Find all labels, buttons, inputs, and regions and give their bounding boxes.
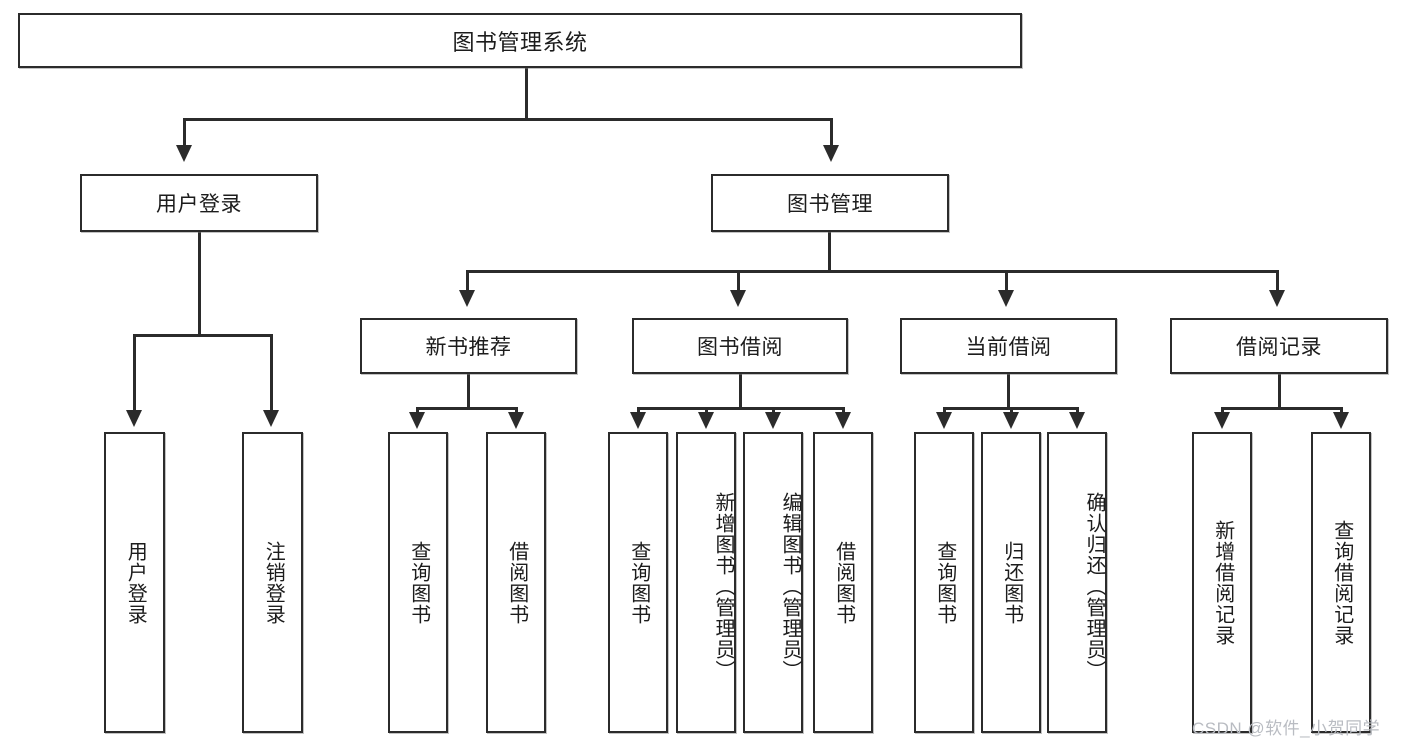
node-book-borrow-label: 图书借阅 — [697, 336, 783, 359]
edge-book-mgmt-stem — [828, 232, 831, 272]
arrow-new-book-to-leaf-1 — [508, 412, 524, 429]
arrow-book-mgmt-to-l3-0 — [459, 290, 475, 307]
edge-new-book-stem — [467, 374, 470, 410]
node-root-book-management-system[interactable]: 图书管理系统 — [18, 13, 1022, 68]
edge-book-borrow-to-leaf-2 — [772, 407, 775, 414]
node-current-borrow[interactable]: 当前借阅 — [900, 318, 1117, 374]
arrow-current-borrow-to-leaf-0 — [936, 412, 952, 429]
arrow-new-book-to-leaf-0 — [409, 412, 425, 429]
leaf-label: 归还图书 — [1000, 540, 1023, 625]
leaf-book-borrow-0[interactable]: 查询图书 — [608, 432, 668, 733]
arrow-root-to-user-login — [176, 145, 192, 162]
arrow-borrow-record-to-leaf-0 — [1214, 412, 1230, 429]
arrow-user-login-to-leaf-1 — [263, 410, 279, 427]
node-book-borrow[interactable]: 图书借阅 — [632, 318, 848, 374]
leaf-book-borrow-3[interactable]: 借阅图书 — [813, 432, 873, 733]
leaf-new-book-0[interactable]: 查询图书 — [388, 432, 448, 733]
leaf-borrow-record-0[interactable]: 新增借阅记录 — [1192, 432, 1252, 733]
arrow-book-borrow-to-leaf-2 — [765, 412, 781, 429]
arrow-book-borrow-to-leaf-3 — [835, 412, 851, 429]
edge-borrow-record-to-leaf-0 — [1221, 407, 1224, 414]
edge-book-borrow-to-leaf-3 — [842, 407, 845, 414]
node-current-borrow-label: 当前借阅 — [965, 336, 1052, 359]
leaf-user-login-0[interactable]: 用户登录 — [104, 432, 165, 733]
leaf-label: 查询图书 — [933, 540, 956, 625]
edge-book-borrow-bus — [637, 407, 845, 410]
edge-current-borrow-to-leaf-2 — [1076, 407, 1079, 414]
edge-new-book-to-leaf-1 — [515, 407, 518, 414]
leaf-borrow-record-1[interactable]: 查询借阅记录 — [1311, 432, 1371, 733]
edge-user-login-bus — [133, 334, 273, 337]
edge-borrow-record-bus — [1221, 407, 1342, 410]
node-root-label: 图书管理系统 — [452, 29, 588, 55]
edge-current-borrow-to-leaf-0 — [943, 407, 946, 414]
arrow-book-mgmt-to-l3-2 — [998, 290, 1014, 307]
leaf-label: 编辑图书（管理员） — [779, 492, 801, 681]
arrow-book-borrow-to-leaf-1 — [698, 412, 714, 429]
edge-borrow-record-stem — [1278, 374, 1281, 410]
leaf-book-borrow-2[interactable]: 编辑图书（管理员） — [743, 432, 803, 733]
node-new-book-recommend-label: 新书推荐 — [425, 336, 512, 359]
edge-book-borrow-to-leaf-0 — [637, 407, 640, 414]
node-user-login[interactable]: 用户登录 — [80, 174, 318, 232]
csdn-watermark: CSDN @软件_小贺同学 — [1192, 719, 1381, 738]
node-new-book-recommend[interactable]: 新书推荐 — [360, 318, 577, 374]
edge-root-bus — [183, 118, 833, 121]
leaf-current-borrow-0[interactable]: 查询图书 — [914, 432, 974, 733]
leaf-label: 借阅图书 — [832, 540, 855, 625]
edge-borrow-record-to-leaf-1 — [1340, 407, 1343, 414]
leaf-user-login-1[interactable]: 注销登录 — [242, 432, 303, 733]
node-user-login-label: 用户登录 — [156, 193, 242, 216]
leaf-label: 查询图书 — [627, 540, 650, 625]
edge-user-login-to-leaf-1 — [270, 334, 273, 412]
edge-root-stem — [525, 68, 528, 120]
leaf-label: 注销登录 — [262, 540, 285, 625]
arrow-book-mgmt-to-l3-1 — [730, 290, 746, 307]
node-book-management[interactable]: 图书管理 — [711, 174, 949, 232]
edge-book-mgmt-to-l3-2 — [1005, 270, 1008, 292]
node-book-management-label: 图书管理 — [787, 193, 873, 216]
arrow-current-borrow-to-leaf-1 — [1003, 412, 1019, 429]
leaf-current-borrow-2[interactable]: 确认归还（管理员） — [1047, 432, 1107, 733]
edge-book-mgmt-to-l3-1 — [737, 270, 740, 292]
edge-book-borrow-stem — [739, 374, 742, 410]
edge-book-mgmt-to-l3-3 — [1276, 270, 1279, 292]
arrow-root-to-book-mgmt — [823, 145, 839, 162]
edge-root-to-book-mgmt — [830, 118, 833, 147]
leaf-book-borrow-1[interactable]: 新增图书（管理员） — [676, 432, 736, 733]
leaf-current-borrow-1[interactable]: 归还图书 — [981, 432, 1041, 733]
leaf-label: 新增借阅记录 — [1211, 519, 1234, 646]
leaf-new-book-1[interactable]: 借阅图书 — [486, 432, 546, 733]
edge-root-to-user-login — [183, 118, 186, 147]
edge-user-login-stem — [198, 232, 201, 335]
node-borrow-record[interactable]: 借阅记录 — [1170, 318, 1388, 374]
edge-current-borrow-to-leaf-1 — [1010, 407, 1013, 414]
node-borrow-record-label: 借阅记录 — [1236, 336, 1322, 359]
edge-book-borrow-to-leaf-1 — [705, 407, 708, 414]
arrow-current-borrow-to-leaf-2 — [1069, 412, 1085, 429]
leaf-label: 新增图书（管理员） — [712, 492, 734, 681]
arrow-user-login-to-leaf-0 — [126, 410, 142, 427]
leaf-label: 用户登录 — [124, 540, 147, 625]
edge-new-book-bus — [416, 407, 518, 410]
leaf-label: 查询借阅记录 — [1330, 519, 1353, 646]
edge-book-mgmt-bus — [466, 270, 1278, 273]
leaf-label: 查询图书 — [407, 540, 430, 625]
leaf-label: 借阅图书 — [505, 540, 528, 625]
edge-user-login-to-leaf-0 — [133, 334, 136, 412]
arrow-borrow-record-to-leaf-1 — [1333, 412, 1349, 429]
edge-book-mgmt-to-l3-0 — [466, 270, 469, 292]
arrow-book-borrow-to-leaf-0 — [630, 412, 646, 429]
leaf-label: 确认归还（管理员） — [1083, 492, 1105, 681]
arrow-book-mgmt-to-l3-3 — [1269, 290, 1285, 307]
edge-current-borrow-stem — [1007, 374, 1010, 410]
edge-new-book-to-leaf-0 — [416, 407, 419, 414]
